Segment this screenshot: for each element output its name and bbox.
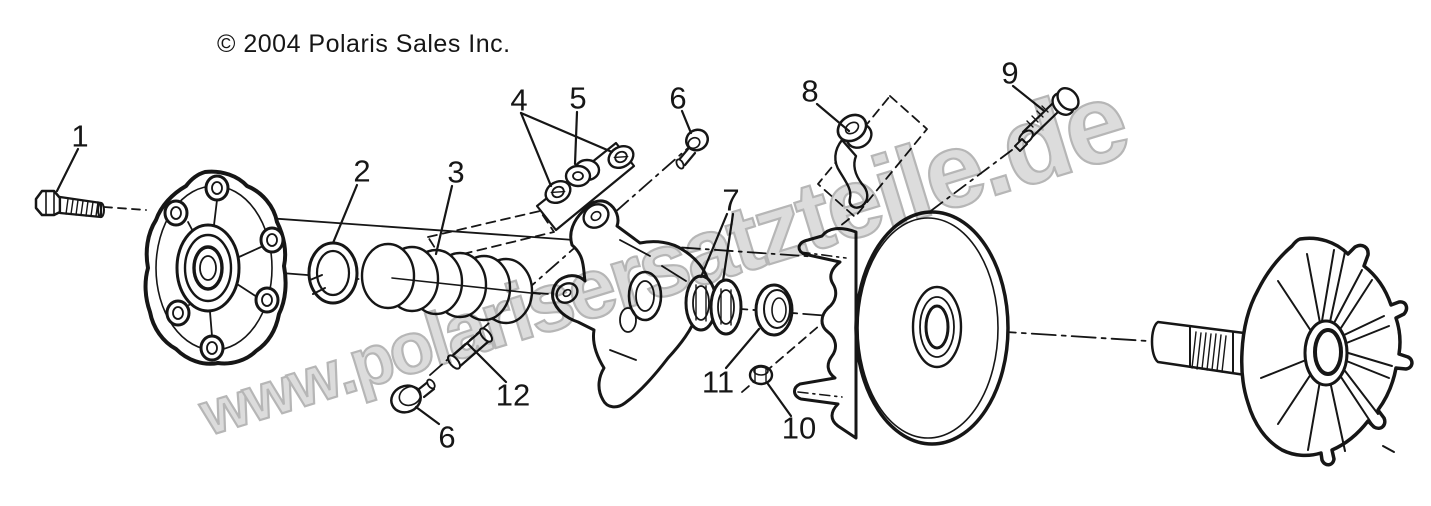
spider-bushings-7 [684,274,743,336]
plug-button-6-bottom [390,378,436,414]
moveable-sheave [793,210,1010,446]
callout-label-5: 5 [569,80,587,116]
bolt-9 [1014,87,1080,152]
fixed-sheave-shaft [1150,320,1254,378]
callout-label-11: 11 [701,364,735,400]
clutch-spring-3 [360,242,541,325]
callout-label-4: 4 [510,82,528,118]
callout-label-1: 1 [71,118,89,154]
callout-label-3: 3 [447,154,465,190]
hex-bolt-1 [34,189,105,219]
washer-4-right [607,144,635,170]
callout-leader-lines [55,84,1045,426]
spider-assembly [551,199,711,409]
clutch-cover-plate [143,169,288,366]
callout-label-12: 12 [495,377,531,413]
retainer-ring-11 [754,283,794,337]
callout-label-10: 10 [781,410,817,446]
callout-label-9: 9 [1001,55,1019,91]
roller-5 [564,158,601,188]
fixed-sheave [1240,236,1414,467]
callout-label-2: 2 [353,153,371,189]
plug-button-6-top [675,128,710,170]
clutch-weight-8 [834,113,873,209]
callout-label-8: 8 [801,73,819,109]
callout-label-6: 6 [438,419,456,455]
copyright-text: © 2004 Polaris Sales Inc. [217,30,511,58]
lock-nut-10 [748,364,774,386]
callout-label-6: 6 [669,80,687,116]
spring-retainer-ring-2 [307,241,359,305]
callout-label-7: 7 [722,182,740,218]
pin-12 [447,327,493,370]
